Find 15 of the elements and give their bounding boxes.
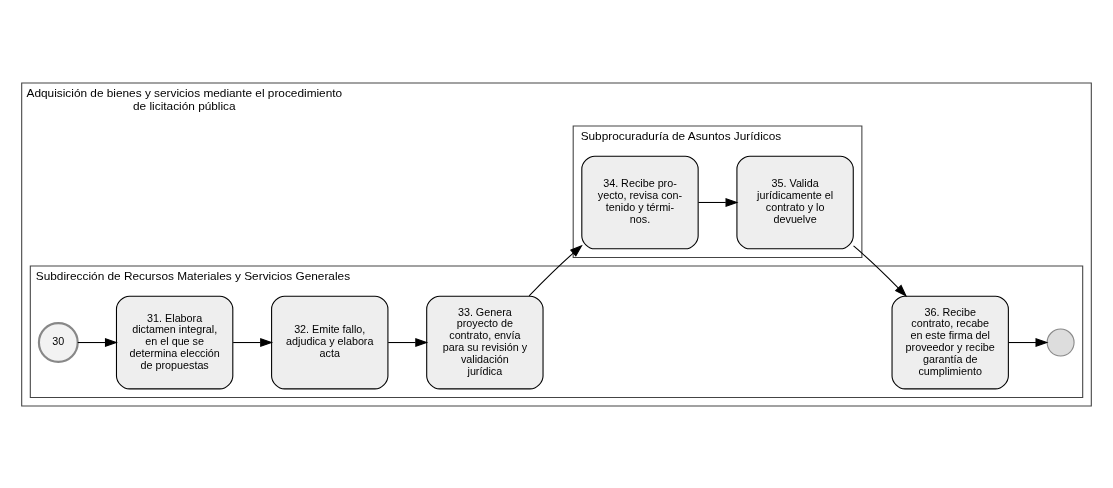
- arrow: [528, 244, 583, 296]
- node-box: 36. Recibe contrato, recabe en este firma del proveedor y recibe garantía de cumplimiento: [891, 295, 1009, 389]
- arrow: [77, 337, 118, 347]
- node-box: 33. Genera proyecto de contrato, envía para su revisión y validación jurídica: [426, 295, 544, 389]
- arrow: [853, 244, 908, 297]
- arrow: [387, 337, 429, 347]
- node-box: 32. Emite fallo, adjudica y elabora acta: [271, 295, 389, 389]
- node-circle: [1046, 328, 1075, 357]
- node-box: 31. Elabora dictamen integral, en el que se determina elección de propuestas: [115, 295, 234, 389]
- node-circle: 30: [37, 321, 79, 363]
- arrow: [232, 337, 274, 347]
- node-box: 35. Valida jurídicamente el contrato y lo devuelve: [736, 155, 854, 249]
- arrow: [697, 197, 739, 207]
- arrow: [1008, 337, 1049, 347]
- node-box: 34. Recibe pro- yecto, revisa con- tenido y térmi- nos.: [581, 155, 699, 249]
